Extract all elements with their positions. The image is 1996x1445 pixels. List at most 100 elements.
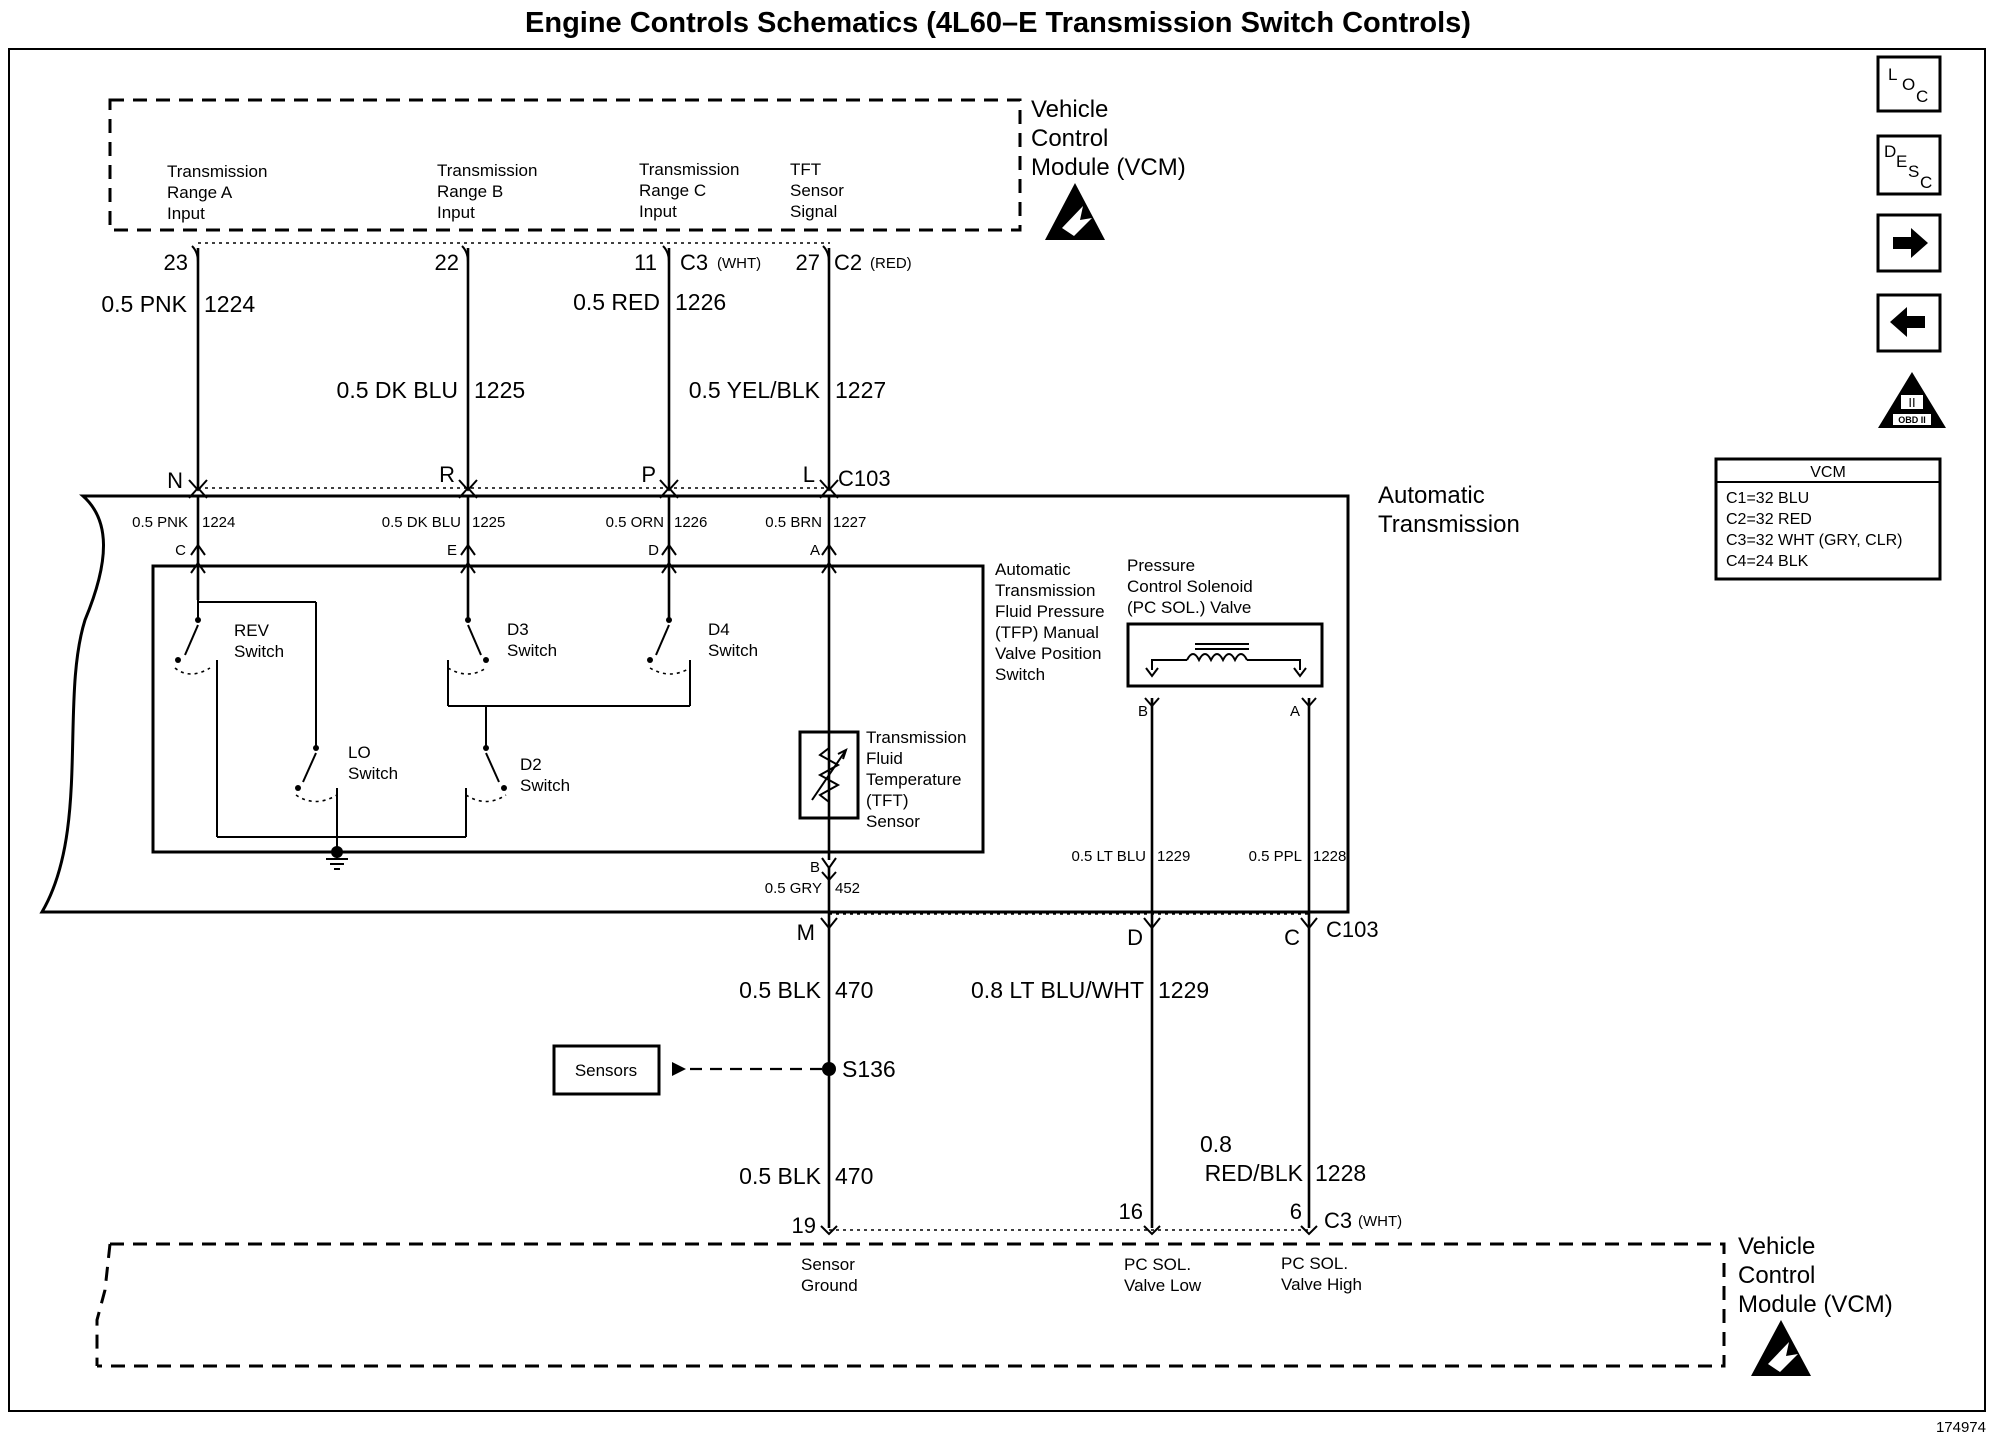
svg-text:S: S <box>1908 162 1919 181</box>
vcm-output-sensor-ground: Sensor Ground <box>801 1255 858 1295</box>
vcm-bottom-name: Vehicle <box>1738 1233 1815 1260</box>
connector-pin: D <box>1127 925 1143 950</box>
svg-text:Sensor: Sensor <box>790 181 844 200</box>
svg-text:Fluid Pressure: Fluid Pressure <box>995 602 1105 621</box>
desc-button[interactable]: D E S C <box>1876 134 1942 196</box>
splice-name: S136 <box>842 1056 896 1082</box>
switch-pin: E <box>447 542 457 559</box>
legend-row: C3=32 WHT (GRY, CLR) <box>1726 532 1903 549</box>
svg-text:C: C <box>1916 87 1928 106</box>
esd-warning-icon <box>1045 183 1105 240</box>
vcm-top-module: Vehicle Control Module (VCM) Transmissio… <box>108 96 1186 240</box>
circuit-number: 1224 <box>204 291 255 317</box>
vcm-input-tft-signal: TFT Sensor Signal <box>790 160 844 221</box>
svg-text:Control: Control <box>1738 1262 1815 1289</box>
svg-text:(TFT): (TFT) <box>866 791 908 810</box>
switch-pin: A <box>1290 703 1300 720</box>
connector-pin: M <box>797 920 815 945</box>
svg-text:Signal: Signal <box>790 202 837 221</box>
switch-pin: B <box>810 859 820 876</box>
wire-label: 0.5 DK BLU <box>337 377 458 403</box>
svg-text:LO: LO <box>348 743 371 762</box>
circuit-number: 1229 <box>1158 977 1209 1003</box>
svg-text:C: C <box>1920 173 1932 192</box>
wire-label: 0.5 PPL <box>1249 848 1302 865</box>
connector-c3: C3 <box>680 250 708 275</box>
svg-text:Pressure: Pressure <box>1127 556 1195 575</box>
svg-text:Transmission: Transmission <box>437 161 537 180</box>
switch-pin: A <box>810 542 820 559</box>
circuit-number: 1227 <box>833 514 866 531</box>
connector-pin: P <box>641 462 656 487</box>
vcm-connector-legend: VCM C1=32 BLU C2=32 RED C3=32 WHT (GRY, … <box>1714 457 1942 581</box>
vcm-output-pc-sol-low: PC SOL. Valve Low <box>1124 1255 1202 1295</box>
wire-label: 0.5 YEL/BLK <box>689 377 821 403</box>
circuit-number: 1225 <box>474 377 525 403</box>
vcm-input-range-b: Transmission Range B Input <box>437 161 537 222</box>
svg-text:Input: Input <box>639 202 677 221</box>
connector-pin: L <box>803 462 815 487</box>
circuit-number: 1227 <box>835 377 886 403</box>
wire-label: RED/BLK <box>1205 1160 1304 1186</box>
svg-text:Ground: Ground <box>801 1276 858 1295</box>
connector-c3: C3 <box>1324 1208 1352 1233</box>
next-button[interactable] <box>1876 213 1942 273</box>
switch-pin: B <box>1138 703 1148 720</box>
svg-text:E: E <box>1896 152 1907 171</box>
svg-text:Switch: Switch <box>234 642 284 661</box>
svg-text:Range C: Range C <box>639 181 706 200</box>
loc-button[interactable]: L O C <box>1876 55 1942 113</box>
vcm-input-range-c: Transmission Range C Input <box>639 160 739 221</box>
svg-text:D4: D4 <box>708 620 730 639</box>
wire-label: 0.5 RED <box>573 289 660 315</box>
svg-text:Switch: Switch <box>708 641 758 660</box>
wire-label: 0.5 GRY <box>765 880 822 897</box>
tft-sensor: Transmission Fluid Temperature (TFT) Sen… <box>798 728 966 831</box>
svg-text:Switch: Switch <box>995 665 1045 684</box>
vcm-top-name: Vehicle <box>1031 96 1108 123</box>
arrow-right-icon <box>1893 228 1928 258</box>
vcm-input-range-a: Transmission Range A Input <box>167 162 267 223</box>
svg-text:L: L <box>1888 65 1897 84</box>
svg-text:Control: Control <box>1031 125 1108 152</box>
wire-label: 0.8 <box>1200 1131 1232 1157</box>
transmission-name: Automatic <box>1378 482 1485 509</box>
circuit-number: 1224 <box>202 514 235 531</box>
wire-label: 0.5 PNK <box>101 291 187 317</box>
svg-text:Valve Low: Valve Low <box>1124 1276 1202 1295</box>
svg-text:TFT: TFT <box>790 160 821 179</box>
svg-text:II: II <box>1908 395 1915 410</box>
page-title: Engine Controls Schematics (4L60–E Trans… <box>525 7 1471 39</box>
wire-label: 0.5 DK BLU <box>382 514 461 531</box>
legend-row: C2=32 RED <box>1726 511 1812 528</box>
loc-icon: L O C <box>1888 65 1928 106</box>
svg-text:Sensors: Sensors <box>575 1061 637 1080</box>
svg-text:Automatic: Automatic <box>995 560 1071 579</box>
d4-switch: D4 Switch <box>647 580 758 706</box>
pin-number: 27 <box>796 250 820 275</box>
vcm-bottom-module: Sensor Ground PC SOL. Valve Low PC SOL. … <box>95 1233 1893 1376</box>
tfp-switch-label: Automatic Transmission Fluid Pressure (T… <box>995 560 1105 684</box>
automatic-transmission-outline <box>39 494 1350 914</box>
legend-row: C1=32 BLU <box>1726 490 1809 507</box>
vcm-output-pc-sol-high: PC SOL. Valve High <box>1281 1254 1362 1294</box>
pin-number: 19 <box>792 1213 816 1238</box>
pin-number: 16 <box>1119 1199 1143 1224</box>
connector-pin: N <box>167 468 183 493</box>
wire-label: 0.5 BLK <box>739 977 821 1003</box>
svg-text:Sensor: Sensor <box>866 812 920 831</box>
svg-text:Module (VCM): Module (VCM) <box>1031 154 1186 181</box>
lo-switch: LO Switch <box>295 602 398 803</box>
pin-number: 22 <box>435 250 459 275</box>
svg-text:Switch: Switch <box>348 764 398 783</box>
circuit-number: 1225 <box>472 514 505 531</box>
pin-number: 6 <box>1290 1199 1302 1224</box>
obd-ii-button[interactable]: OBD II II <box>1878 372 1946 428</box>
svg-text:Control Solenoid: Control Solenoid <box>1127 577 1253 596</box>
svg-text:Input: Input <box>437 203 475 222</box>
legend-row: C4=24 BLK <box>1726 553 1809 570</box>
ground-icon <box>326 852 348 870</box>
prev-button[interactable] <box>1876 293 1942 353</box>
svg-text:(PC SOL.) Valve: (PC SOL.) Valve <box>1127 598 1251 617</box>
